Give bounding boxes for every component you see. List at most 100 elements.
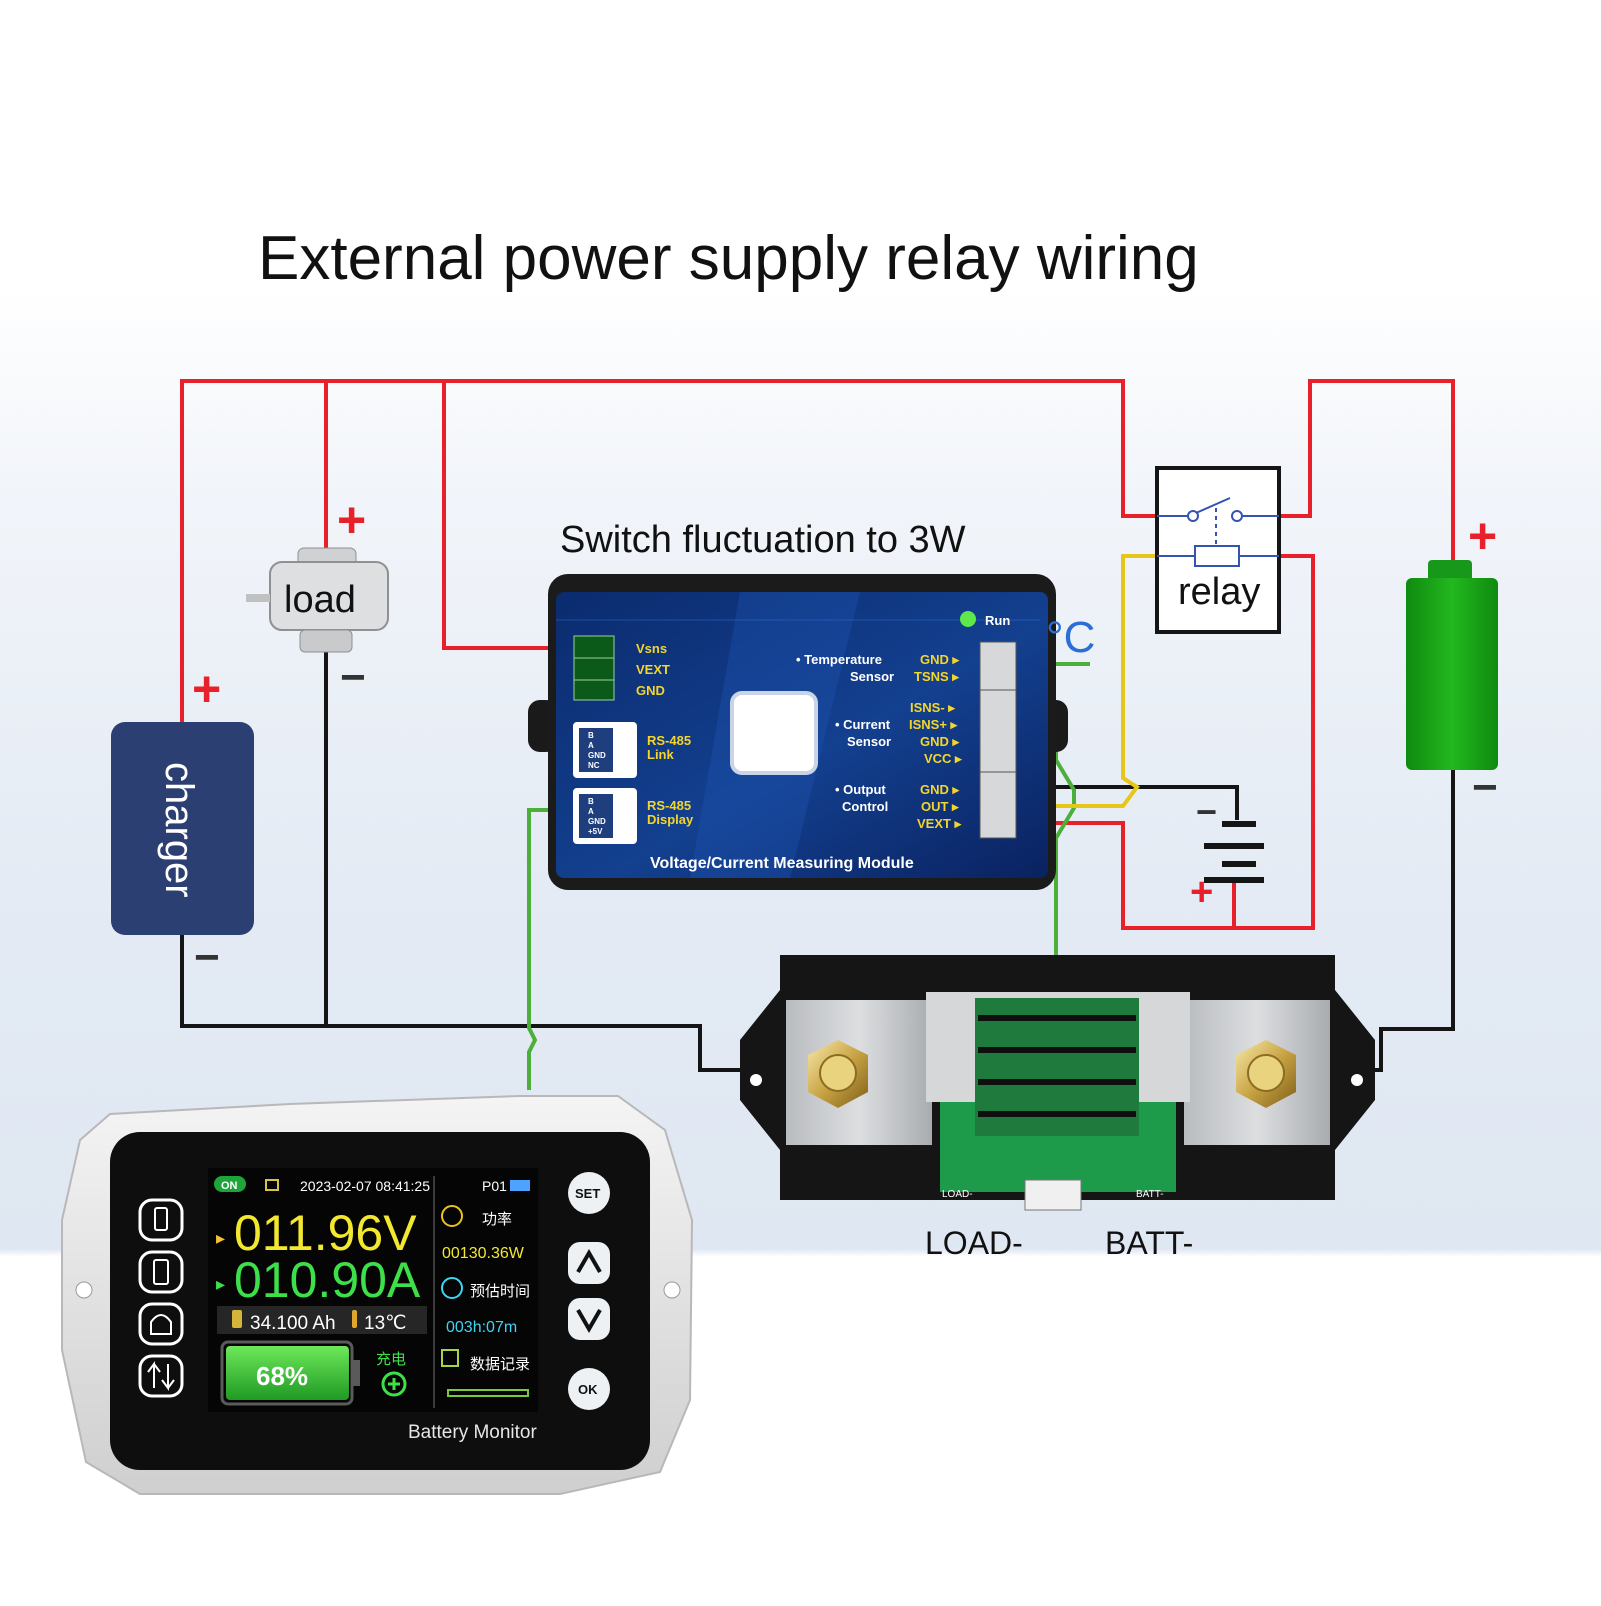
relay-box — [1155, 466, 1281, 634]
switch-annotation: Switch fluctuation to 3W — [560, 519, 966, 561]
capacity-readout: 34.100 Ah — [250, 1313, 336, 1334]
temp-sensor-label: • Temperature — [796, 652, 882, 667]
up-button[interactable] — [568, 1242, 610, 1284]
capacity-battery-icon — [232, 1310, 242, 1328]
pin-gnd-1: GND ▸ — [920, 652, 961, 667]
pin-isns-neg: ISNS- ▸ — [910, 700, 956, 715]
rj-link-nc: NC — [588, 761, 600, 770]
capacity-panel — [217, 1306, 427, 1334]
current-cursor-icon: ▸ — [216, 1274, 225, 1294]
dc-source-minus: − — [1196, 791, 1217, 832]
monitor-brand: Battery Monitor — [408, 1422, 537, 1443]
pin-gnd-2: GND ▸ — [920, 734, 961, 749]
record-progress-track — [447, 1389, 529, 1397]
pin-out: OUT ▸ — [921, 799, 960, 814]
measuring-module — [528, 574, 1068, 890]
charger-plus-sign: + — [192, 661, 221, 717]
swap-arrows-icon — [147, 1361, 175, 1391]
down-button[interactable] — [568, 1298, 610, 1340]
lock-icon — [265, 1179, 279, 1191]
rj-disp-b: B — [588, 797, 594, 806]
control-wires — [986, 554, 1159, 808]
current-sensor-sub: Sensor — [847, 734, 891, 749]
rs485-link-sub: Link — [647, 747, 674, 762]
load-plus-sign: + — [337, 492, 366, 548]
swap-icon-button[interactable] — [138, 1354, 184, 1398]
battery — [1406, 560, 1498, 770]
dc-source-symbol — [1204, 821, 1264, 883]
battery-gauge-tip — [352, 1360, 360, 1386]
monitor-screen: ON 2023-02-07 08:41:25 P01 ▸ 011.96V ▸ 0… — [214, 1176, 530, 1408]
monitor-left-buttons — [138, 1198, 184, 1398]
set-button[interactable] — [568, 1172, 610, 1214]
rj-disp-gnd: GND — [588, 817, 606, 826]
on-badge — [214, 1176, 246, 1192]
pcb-load-tag: LOAD- — [942, 1189, 973, 1200]
pin-tsns: TSNS ▸ — [914, 669, 960, 684]
time-label: 预估时间 — [470, 1283, 530, 1300]
pin-vcc: VCC ▸ — [924, 751, 963, 766]
battery-icon — [154, 1207, 168, 1231]
dc-source-plus: + — [1190, 870, 1213, 914]
module-footer: Voltage/Current Measuring Module — [650, 855, 914, 872]
rs485-link-label: RS-485 — [647, 733, 691, 748]
rj-link-gnd: GND — [588, 751, 606, 760]
output-control-label: • Output — [835, 782, 886, 797]
battery-gauge-fill — [226, 1346, 349, 1400]
power-label: 功率 — [482, 1211, 512, 1228]
module-labels: Run Vsns VEXT GND RS-485 Link RS-485 Dis… — [588, 613, 1010, 872]
up-arrow-icon — [576, 1249, 602, 1274]
temperature-readout: 13℃ — [364, 1313, 406, 1334]
on-badge-label: ON — [221, 1180, 238, 1192]
profile-readout: P01 — [482, 1178, 507, 1194]
load-minus-sign: − — [340, 653, 366, 702]
ok-button[interactable] — [568, 1368, 610, 1410]
time-readout: 003h:07m — [446, 1319, 517, 1336]
datetime-readout: 2023-02-07 08:41:25 — [300, 1178, 430, 1194]
output-control-sub: Control — [842, 799, 888, 814]
rs485-display-label: RS-485 — [647, 798, 691, 813]
battery-minus-sign: − — [1472, 763, 1498, 812]
rj-link-b: B — [588, 731, 594, 740]
rj-disp-5v: +5V — [588, 827, 603, 836]
pin-isns-pos: ISNS+ ▸ — [909, 717, 959, 732]
battery-plus-sign: + — [1468, 508, 1497, 564]
voltage-readout: 011.96V — [234, 1205, 417, 1261]
vsns-label: Vsns — [636, 641, 667, 656]
temp-sensor-sub: Sensor — [850, 669, 894, 684]
phone-icon-button[interactable] — [138, 1250, 184, 1294]
monitor-right-buttons — [568, 1172, 610, 1410]
set-button-label: SET — [575, 1186, 600, 1201]
alarm-icon-button[interactable] — [138, 1302, 184, 1346]
shunt-batt-label: BATT- — [1105, 1225, 1193, 1261]
gnd-input-label: GND — [636, 683, 665, 698]
thermometer-icon — [352, 1310, 357, 1328]
charger-minus-sign: − — [194, 933, 220, 982]
record-label: 数据记录 — [470, 1356, 530, 1373]
pin-vext: VEXT ▸ — [917, 816, 963, 831]
run-label: Run — [985, 613, 1010, 628]
vext-label: VEXT — [636, 662, 670, 677]
ok-button-label: OK — [578, 1382, 598, 1397]
battery-percent-readout: 68% — [256, 1361, 308, 1391]
positive-wires — [180, 379, 1455, 930]
charging-plus-icon — [381, 1371, 407, 1397]
load-label: load — [284, 579, 356, 621]
power-icon — [441, 1205, 463, 1227]
phone-icon — [153, 1259, 169, 1285]
power-readout: 00130.36W — [442, 1245, 525, 1262]
relay-label: relay — [1178, 571, 1260, 613]
battery-icon-button[interactable] — [138, 1198, 184, 1242]
clock-icon — [441, 1277, 463, 1299]
profile-battery-icon — [510, 1180, 530, 1191]
charger-label: charger — [157, 762, 201, 898]
rj-disp-a: A — [588, 807, 594, 816]
pcb-batt-tag: BATT- — [1136, 1189, 1164, 1200]
rj-link-a: A — [588, 741, 594, 750]
pin-gnd-3: GND ▸ — [920, 782, 961, 797]
charger-box — [111, 722, 254, 935]
rs485-display-sub: Display — [647, 812, 694, 827]
down-arrow-icon — [576, 1308, 602, 1333]
shunt — [740, 955, 1375, 1211]
